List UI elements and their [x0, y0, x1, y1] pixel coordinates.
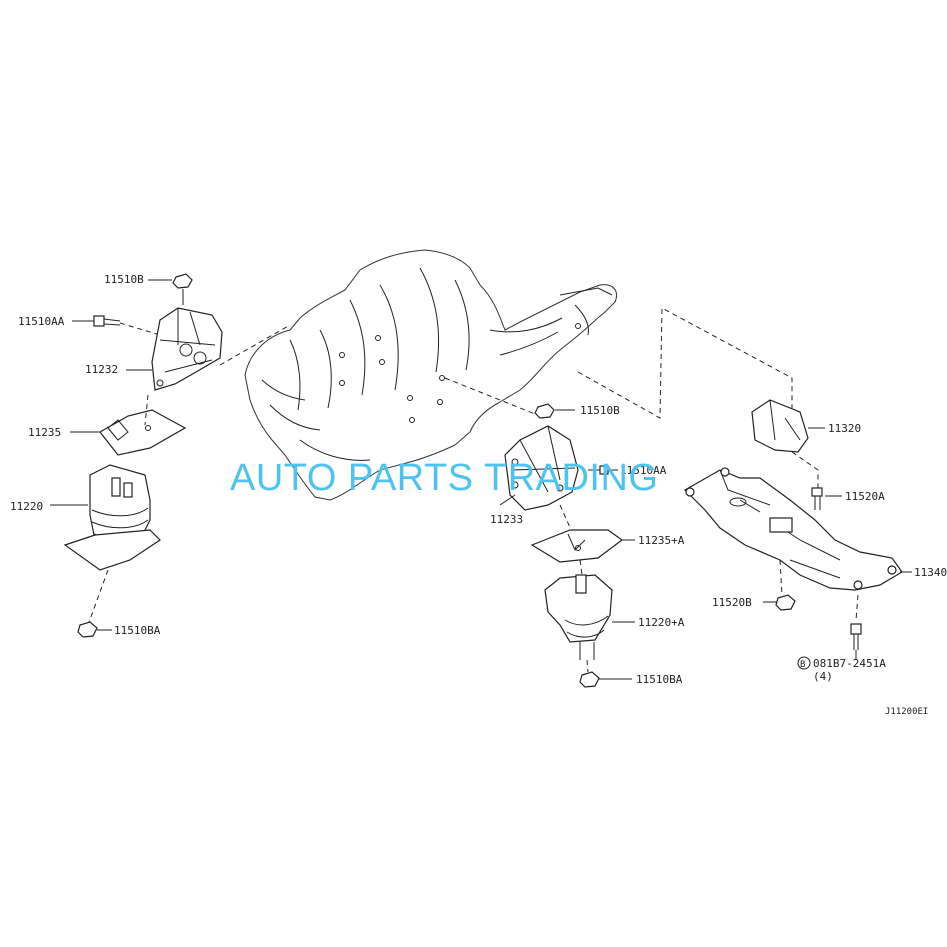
- nut-11510ba-left: [77, 621, 98, 638]
- label-11340: 11340: [914, 566, 947, 579]
- bolt-11510aa-left: [93, 315, 161, 336]
- watermark-text: AUTO PARTS TRADING: [230, 457, 658, 499]
- middle-mount-stack: [499, 403, 635, 688]
- left-mount-stack: [50, 273, 223, 638]
- label-bolt-marker: B: [800, 660, 805, 670]
- bolt-callout-circle: [797, 656, 811, 670]
- leader-trans-crossmember: [577, 307, 793, 419]
- insulator-11220a: [544, 574, 635, 660]
- label-11520b: 11520B: [712, 596, 752, 609]
- label-11510b-left: 11510B: [104, 273, 144, 286]
- nut-11510b-mid: [534, 403, 555, 419]
- label-11235: 11235: [28, 426, 61, 439]
- label-11220a: 11220+A: [638, 616, 685, 629]
- label-bolt-qty: (4): [813, 670, 833, 683]
- plate-11235: [99, 409, 187, 456]
- leader-engine-left-mount: [219, 324, 291, 366]
- label-11520a: 11520A: [845, 490, 885, 503]
- label-11233: 11233: [490, 513, 523, 526]
- bolt-081b7-2451a: [850, 623, 862, 660]
- label-11510ba-mid: 11510BA: [636, 673, 683, 686]
- bolt-11510aa-mid: [588, 465, 618, 475]
- bracket-11232: [151, 307, 223, 391]
- label-11510aa-left: 11510AA: [18, 315, 65, 328]
- label-bolt-code: 081B7-2451A: [813, 657, 886, 670]
- nut-11520b: [775, 594, 796, 611]
- bolt-11520a: [811, 487, 842, 510]
- label-11510b-mid: 11510B: [580, 404, 620, 417]
- crossmember-11340: [684, 469, 903, 591]
- crossmember-assembly: [684, 399, 912, 670]
- label-11510ba-left: 11510BA: [114, 624, 161, 637]
- nut-11510b-left: [172, 273, 193, 289]
- label-11220: 11220: [10, 500, 43, 513]
- engine-transmission-assembly: [244, 249, 617, 501]
- label-11320: 11320: [828, 422, 861, 435]
- insulator-11220: [50, 464, 161, 571]
- label-11232: 11232: [85, 363, 118, 376]
- insulator-11320: [751, 399, 825, 453]
- nut-11510ba-mid: [579, 671, 600, 688]
- label-corner-code: J11200EI: [885, 707, 928, 717]
- label-11510aa-mid: 11510AA: [620, 464, 667, 477]
- label-11235a: 11235+A: [638, 534, 685, 547]
